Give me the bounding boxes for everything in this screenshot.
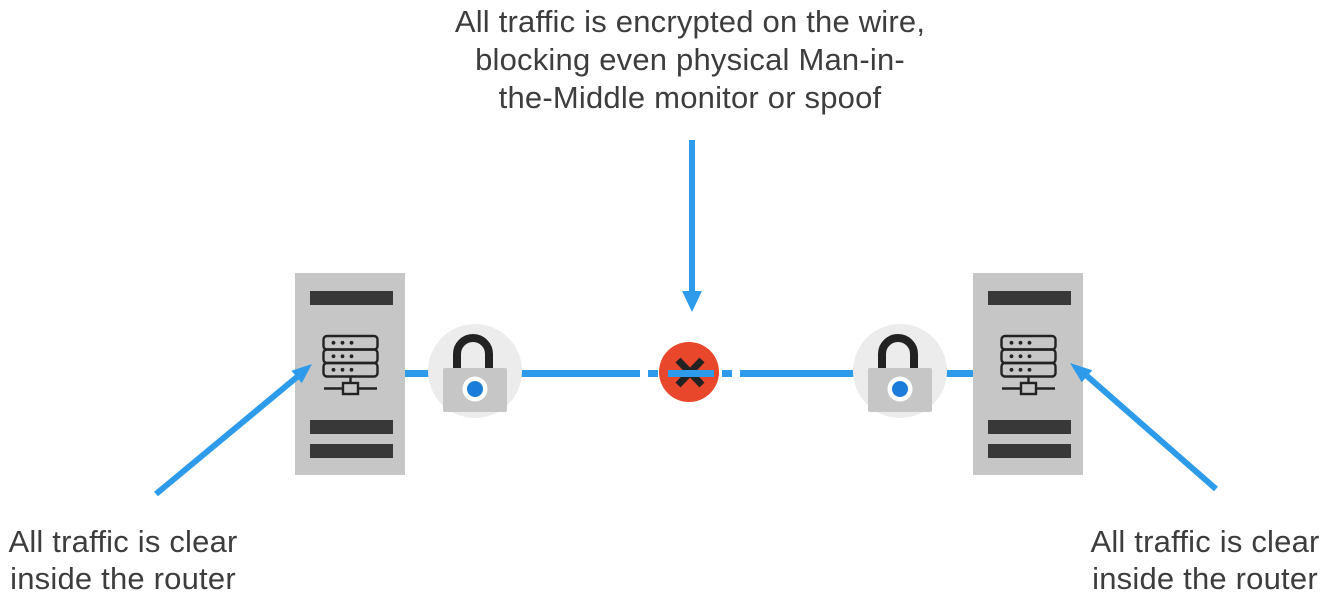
annotation-clear-right: All traffic is clear inside the router [1080, 523, 1330, 597]
annotation-line: inside the router [1092, 561, 1318, 596]
annotation-line: All traffic is encrypted on the wire, [454, 4, 926, 39]
annotation-line: blocking even physical Man-in- [475, 42, 905, 77]
router-left [293, 271, 407, 477]
annotation-line: the-Middle monitor or spoof [498, 80, 882, 115]
annotation-line: All traffic is clear [1090, 524, 1320, 559]
annotation-line: inside the router [10, 561, 236, 596]
lock-icon-left [428, 324, 522, 418]
blocked-x-icon [659, 342, 719, 402]
annotation-line: All traffic is clear [8, 524, 238, 559]
annotation-encrypted-wire: All traffic is encrypted on the wire, bl… [370, 3, 1010, 117]
lock-icon-right [853, 324, 947, 418]
annotation-clear-left: All traffic is clear inside the router [0, 523, 246, 597]
arrow-up-right-icon [154, 364, 312, 497]
arrow-up-left-icon [1070, 363, 1218, 492]
arrow-down-icon [682, 140, 702, 312]
router-right [971, 271, 1085, 477]
encrypted-wire [404, 370, 975, 377]
